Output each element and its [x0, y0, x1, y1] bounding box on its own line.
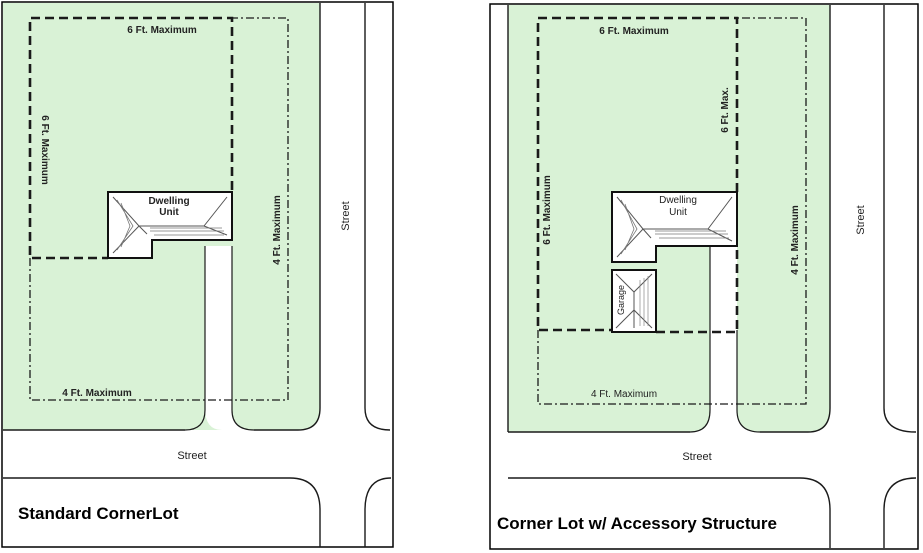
left-dwelling: [107, 191, 233, 259]
left-right-fence-label: 4 Ft. Maximum: [272, 195, 283, 265]
right-panel-title: Corner Lot w/ Accessory Structure: [497, 514, 777, 533]
left-street-right-label: Street: [340, 201, 352, 230]
right-six-foot-fence: [536, 16, 739, 334]
right-top-fence-label: 6 Ft. Maximum: [599, 26, 669, 37]
right-right-fence-label: 4 Ft. Maximum: [790, 205, 801, 275]
right-bottom-fence-label: 4 Ft. Maximum: [591, 389, 657, 400]
right-left-fence-label: 6 Ft. Maximum: [542, 175, 553, 245]
right-side-fence-label: 6 Ft. Max.: [720, 87, 731, 133]
left-bottom-fence-label: 4 Ft. Maximum: [62, 388, 132, 399]
left-panel-title: Standard CornerLot: [18, 504, 179, 523]
right-dwelling-label-line1: Dwelling: [659, 195, 697, 206]
left-dwelling-label-line1: Dwelling: [148, 196, 189, 207]
right-garage-label: Garage: [616, 285, 626, 315]
right-street-bottom-label: Street: [682, 451, 711, 463]
left-driveway: [205, 246, 254, 430]
left-street-bottom-label: Street: [177, 450, 206, 462]
left-top-fence-label: 6 Ft. Maximum: [127, 25, 197, 36]
left-panel: Dwelling Unit 6 Ft. Maximum 6 Ft. Maximu…: [1, 1, 394, 548]
right-panel: Dwelling Unit Garage 6 Ft. Maximum 6 Ft.…: [489, 3, 919, 550]
right-street-right-label: Street: [855, 205, 867, 234]
right-dwelling-label-line2: Unit: [669, 207, 687, 218]
left-six-foot-fence: [28, 16, 234, 260]
right-driveway: [690, 246, 760, 432]
left-four-foot-fence: [29, 17, 289, 401]
right-garage: [611, 269, 657, 333]
left-left-fence-label: 6 Ft. Maximum: [39, 115, 50, 185]
right-four-foot-fence: [537, 17, 807, 405]
right-dwelling: [611, 191, 738, 263]
left-dwelling-label-line2: Unit: [159, 207, 179, 218]
